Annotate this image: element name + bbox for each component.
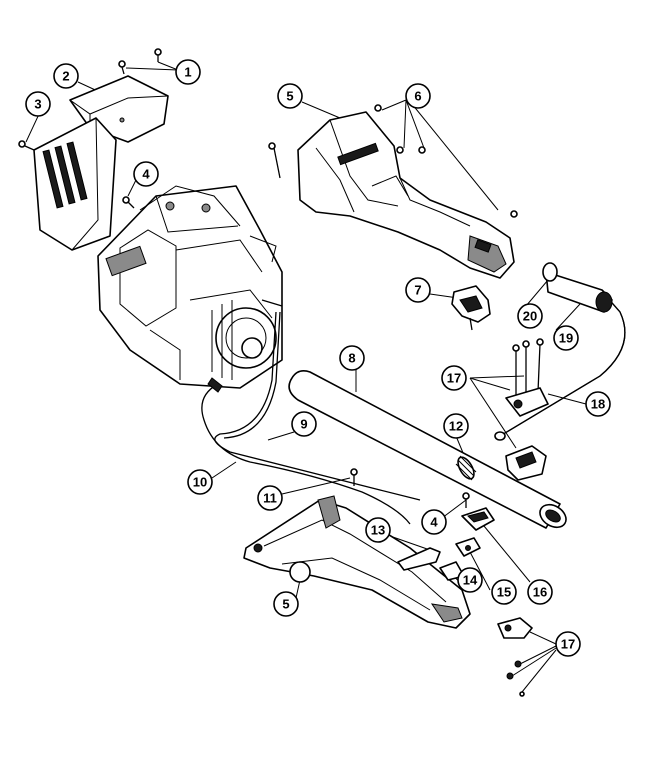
callout-7: 7 [405,277,431,303]
screw-pair-part-1 [118,48,162,75]
svg-text:20: 20 [523,309,537,324]
svg-text:14: 14 [463,573,478,588]
leader-lines [25,61,587,693]
callout-10: 10 [187,469,213,495]
svg-text:6: 6 [414,89,421,104]
svg-text:3: 3 [34,97,41,112]
svg-text:13: 13 [371,523,385,538]
svg-text:10: 10 [193,475,207,490]
callout-6: 6 [405,83,431,109]
svg-text:17: 17 [447,371,461,386]
callout-4-upper: 4 [133,161,159,187]
trigger-part-13 [397,547,441,571]
callout-5-upper: 5 [277,83,303,109]
svg-text:4: 4 [142,167,150,182]
svg-text:9: 9 [300,417,307,432]
shaft-tube-part-8 [288,370,567,529]
svg-text:7: 7 [414,283,421,298]
svg-text:11: 11 [263,491,277,506]
collar-part-12 [455,455,477,481]
callout-1: 1 [175,59,201,85]
callout-19: 19 [553,325,579,351]
svg-text:5: 5 [286,89,293,104]
callout-16: 16 [527,579,553,605]
screw-part-4-upper [122,196,135,209]
hardware-part-17-lower [497,617,533,697]
svg-text:17: 17 [561,637,575,652]
svg-text:15: 15 [497,585,511,600]
svg-text:8: 8 [348,351,355,366]
callout-4-lower: 4 [421,509,447,535]
callout-2: 2 [53,63,79,89]
callout-5-lower: 5 [273,591,299,617]
handle-housing-part-5-upper [268,104,518,279]
svg-text:1: 1 [184,65,191,80]
callout-20: 20 [517,303,543,329]
end-cap-part-20 [542,262,558,282]
clamp-part-7 [451,285,491,331]
callout-17-upper: 17 [441,365,467,391]
svg-text:18: 18 [591,397,605,412]
screw-part-11 [350,468,358,486]
engine-shroud-part-3 [18,117,117,251]
callout-15: 15 [491,579,517,605]
switch-part-15 [455,537,481,557]
svg-text:16: 16 [533,585,547,600]
callout-12: 12 [443,413,469,439]
svg-text:4: 4 [430,515,438,530]
svg-text:2: 2 [62,69,69,84]
callout-17-lower: 17 [555,631,581,657]
svg-text:12: 12 [449,419,463,434]
screw-part-4-lower [462,492,470,508]
svg-text:19: 19 [559,331,573,346]
callout-9: 9 [291,411,317,437]
callout-8: 8 [339,345,365,371]
wire-part-10 [201,377,411,525]
grip-part-19 [545,271,613,313]
svg-text:5: 5 [282,597,289,612]
engine-block [97,185,283,389]
callout-11: 11 [257,485,283,511]
callout-14: 14 [457,567,483,593]
handle-housing-part-5-lower [243,495,471,629]
callout-3: 3 [25,91,51,117]
loop-handle-part-18 [494,295,626,441]
bolts-bracket-part-17-upper [505,338,549,481]
clip-part-16 [461,507,495,531]
callout-13: 13 [365,517,391,543]
callout-18: 18 [585,391,611,417]
